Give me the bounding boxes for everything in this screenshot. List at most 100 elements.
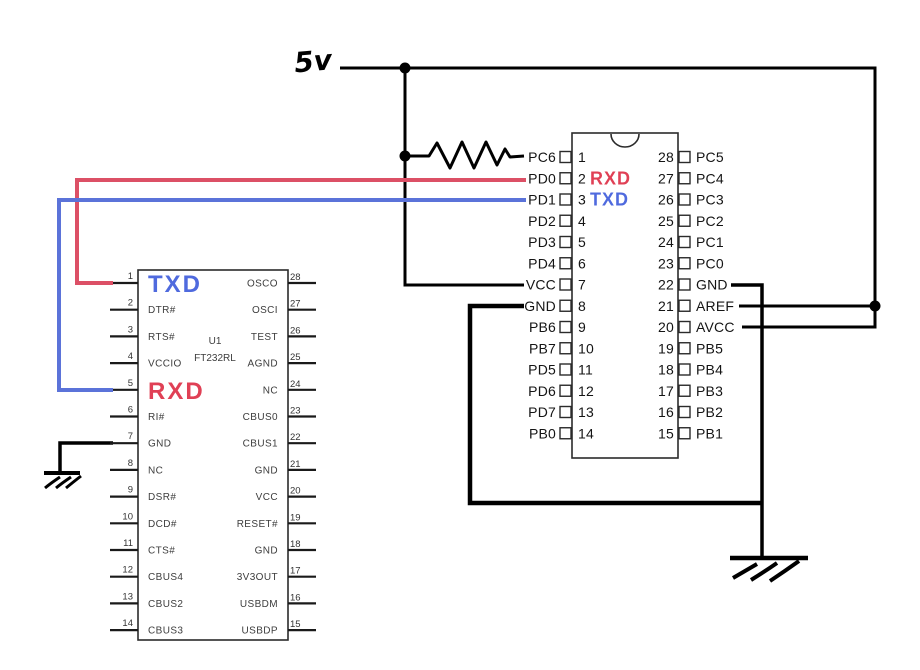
pin-number: 3 [578, 192, 586, 208]
pin-label: PD4 [528, 255, 556, 271]
pin-box [678, 150, 691, 164]
ft232rl-part-number: FT232RL [194, 353, 236, 364]
power-rail-wire [340, 66, 877, 329]
pin-number: 26 [290, 325, 301, 336]
pin-label: VCC [256, 492, 278, 503]
pin-label: PD0 [528, 170, 556, 186]
pin-label: OSCO [247, 279, 278, 290]
pin-label: NC [263, 385, 278, 396]
pin-number: 9 [128, 485, 133, 496]
pin-label: GND [148, 439, 171, 450]
junction-dot [399, 150, 411, 162]
pin-label: CBUS4 [148, 572, 183, 583]
pin-label: AVCC [696, 319, 735, 335]
pin-box [559, 193, 572, 206]
pin-label: CTS# [148, 546, 175, 557]
pin-box [559, 214, 572, 227]
gnd8-wire [467, 303, 762, 506]
pin-label: PB0 [529, 425, 556, 441]
pin-number: 10 [122, 511, 133, 522]
pin-number: 8 [128, 458, 133, 469]
pin-label: RI# [148, 412, 165, 423]
ft232rl-chip-body [137, 269, 289, 641]
pin-number: 21 [290, 459, 301, 470]
pin-box [559, 384, 572, 397]
pin-number: 4 [128, 351, 133, 362]
pin-label: PB7 [529, 340, 556, 356]
pin-number: 17 [290, 566, 301, 577]
pin-label: VCCIO [148, 359, 182, 370]
pin-number: 9 [578, 319, 586, 335]
gnd7-wire [58, 441, 113, 473]
pin-number: 7 [578, 277, 586, 293]
pin-label: TEST [251, 332, 278, 343]
pin-box [559, 342, 572, 355]
pin-label: AREF [696, 298, 734, 314]
pin-box [678, 320, 691, 334]
pin-number: 16 [658, 404, 674, 420]
pin-box [559, 299, 572, 312]
pin-label: DSR# [148, 492, 176, 503]
pin-number: 28 [658, 149, 674, 165]
pin-box [559, 235, 572, 249]
pin-label: 3V3OUT [237, 572, 278, 583]
pin-label: PC0 [696, 255, 724, 271]
pin-box [678, 405, 691, 419]
pin-number: 1 [578, 149, 586, 165]
pin-label: CBUS2 [148, 599, 183, 610]
pin-annotation: RXD [590, 168, 631, 188]
ground-hatch [44, 475, 61, 490]
pin-label: PD1 [528, 192, 556, 208]
resistor [405, 140, 525, 170]
pin-label: USBDM [240, 599, 278, 610]
pin-label: PD2 [528, 213, 556, 229]
junction-dot [869, 300, 881, 312]
pin-box [559, 405, 572, 419]
pin-label: USBDP [242, 626, 278, 637]
pin-label: GND [696, 277, 728, 293]
pin-box [678, 363, 691, 376]
pin-number: 8 [578, 298, 586, 314]
pin-label: PC4 [696, 170, 724, 186]
pin-number: 22 [658, 277, 674, 293]
pin-number: 19 [658, 340, 674, 356]
pin-number: 12 [122, 565, 133, 576]
pin-label: VCC [526, 277, 556, 293]
pin-number: 23 [290, 406, 301, 417]
ground-symbol-left [44, 471, 82, 490]
pin-box [678, 235, 691, 249]
pin-number: 15 [290, 619, 301, 630]
pin-label: RTS# [148, 332, 175, 343]
pin-number: 18 [290, 539, 301, 550]
pin-number: 6 [128, 405, 133, 416]
pin-box [678, 278, 691, 291]
pin-box [678, 299, 691, 312]
pin-box [559, 278, 572, 291]
pin-number: 13 [122, 591, 133, 602]
ground-hatch [731, 562, 759, 580]
ft232rl-pin-8: 8NC [110, 458, 163, 476]
pin-number: 13 [578, 404, 594, 420]
